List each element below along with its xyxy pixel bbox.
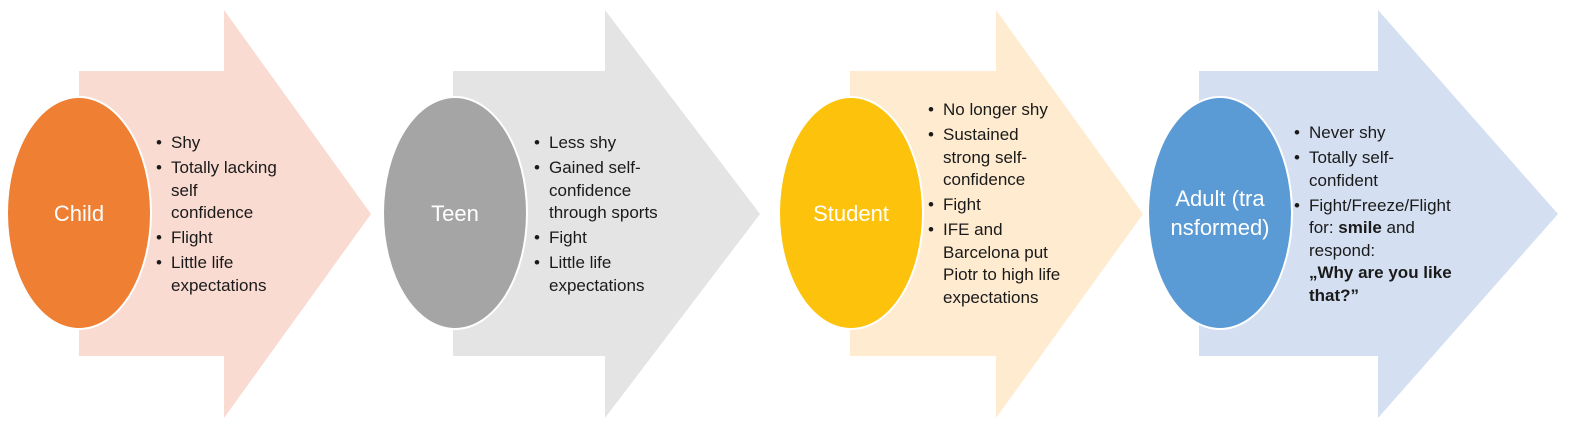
bullet-list-teen: Less shy Gained self-confidence through … (534, 132, 674, 300)
bullet-item: Less shy (534, 132, 674, 155)
stage-label-student: Student (813, 200, 889, 226)
stage-label-adult: Adult (transformed) (1170, 186, 1270, 240)
bullet-item: Totally lacking self confidence (156, 157, 279, 225)
oval-adult: Adult (transformed) (1147, 96, 1293, 330)
bullet-item: Totally self-confident (1294, 147, 1413, 192)
oval-child: Child (6, 96, 152, 330)
bullet-item: IFE and Barcelona put Piotr to high life… (928, 219, 1061, 309)
bullet-quote: „Why are you like that?” (1309, 263, 1452, 305)
bullet-item: Never shy (1294, 122, 1474, 145)
stage-label-child: Child (53, 200, 105, 226)
oval-student: Student (778, 96, 924, 330)
bullet-list-adult: Never shy Totally self-confident Fight/F… (1294, 122, 1474, 310)
bullet-list-child: Shy Totally lacking self confidence Flig… (156, 132, 296, 300)
bullet-item: Fight (534, 227, 674, 250)
bullet-item: Sustained strong self-confidence (928, 124, 1043, 192)
stage-label-teen: Teen (431, 200, 479, 226)
bullet-text: and respond: (1309, 218, 1415, 260)
bullet-item: Little life expectations (156, 252, 286, 297)
bullet-emphasis: smile (1338, 218, 1382, 237)
bullet-item: Fight (928, 194, 1068, 217)
bullet-item: Flight (156, 227, 296, 250)
bullet-item: Shy (156, 132, 296, 155)
bullet-item: Gained self-confidence through sports (534, 157, 674, 225)
bullet-text: Fight/Freeze/Flight for: (1309, 195, 1451, 238)
bullet-item: No longer shy (928, 99, 1068, 122)
bullet-item: Fight/Freeze/Flight for: smile and respo… (1294, 195, 1469, 308)
oval-teen: Teen (382, 96, 528, 330)
bullet-list-student: No longer shy Sustained strong self-conf… (928, 99, 1068, 312)
bullet-item: Little life expectations (534, 252, 659, 297)
